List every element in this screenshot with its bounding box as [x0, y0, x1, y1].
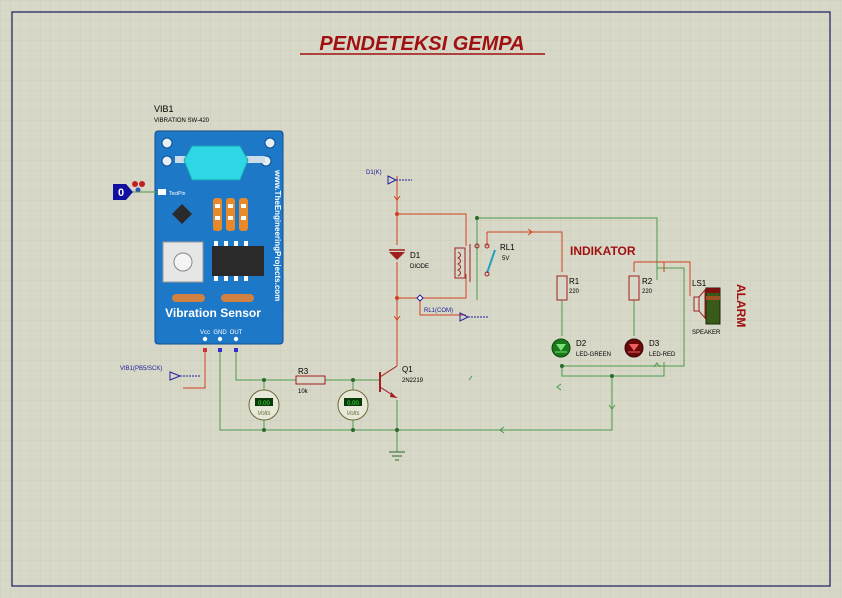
resistor-r1[interactable]: [556, 275, 568, 301]
sensor-ref: VIB1: [154, 104, 174, 114]
wire-arrows: [468, 362, 661, 434]
junctions: [262, 216, 614, 432]
sensor-pin-markers: [203, 348, 238, 352]
svg-text:RL1(COM): RL1(COM): [424, 308, 453, 314]
red-wires: [183, 176, 691, 389]
resistor-r3[interactable]: [295, 375, 326, 385]
voltmeter-1-unit: Volts: [257, 411, 270, 417]
vibration-sensor-module[interactable]: TestPin www.TheEngineeringProjects.com V…: [154, 130, 284, 345]
q1-value: 2N2219: [402, 378, 424, 384]
voltmeter-1[interactable]: 0.00 Volts: [248, 389, 280, 421]
q1-ref: Q1: [402, 365, 413, 374]
rl1-ref: RL1: [500, 243, 515, 252]
ls1-value: SPEAKER: [692, 330, 721, 336]
indikator-label: INDIKATOR: [570, 244, 636, 258]
transistor-q1[interactable]: [379, 364, 398, 399]
rl1-value: 5V: [502, 256, 509, 262]
diode-d1[interactable]: [389, 249, 405, 260]
voltmeter-2-reading: 0.00: [347, 401, 359, 407]
voltmeter-2[interactable]: 0.00 Volts: [337, 389, 369, 421]
voltmeter-2-unit: Volts: [346, 411, 359, 417]
sensor-pin-vcc: Vcc: [200, 330, 210, 336]
sheet-border: [11, 11, 831, 587]
alarm-label: ALARM: [734, 284, 748, 327]
led-d2-green[interactable]: [551, 338, 571, 358]
net-label-d1: D1(K): [366, 170, 412, 185]
svg-text:VIB1(PB5/SCK): VIB1(PB5/SCK): [120, 366, 162, 372]
led-d3-red[interactable]: [624, 338, 644, 358]
green-wires: [219, 217, 685, 452]
sensor-testpin-label: TestPin: [169, 191, 186, 197]
d3-value: LED-RED: [649, 352, 676, 358]
d1-ref: D1: [410, 251, 421, 260]
voltmeter-1-reading: 0.00: [258, 401, 270, 407]
sensor-pin-out: OUT: [230, 330, 243, 336]
sensor-value: VIBRATION SW-420: [154, 118, 210, 124]
r2-ref: R2: [642, 277, 653, 286]
d2-ref: D2: [576, 339, 587, 348]
svg-text:D1(K): D1(K): [366, 170, 382, 176]
ground-symbol: [389, 451, 405, 461]
resistor-r2[interactable]: [628, 275, 640, 301]
sensor-website: www.TheEngineeringProjects.com: [273, 169, 282, 301]
relay-rl1[interactable]: [454, 243, 496, 282]
d2-value: LED-GREEN: [576, 352, 611, 358]
speaker-ls1[interactable]: [693, 287, 721, 325]
sensor-name: Vibration Sensor: [165, 306, 261, 320]
r1-value: 220: [569, 289, 580, 295]
page-title: PENDETEKSI GEMPA: [319, 33, 524, 55]
wire-arrows-red: [393, 195, 533, 321]
logic-state-value: 0: [118, 187, 124, 199]
net-label-rl1: RL1(COM): [424, 308, 488, 322]
d3-ref: D3: [649, 339, 660, 348]
logic-state-input[interactable]: 0: [113, 181, 158, 200]
sensor-pin-gnd: GND: [213, 330, 227, 336]
r3-ref: R3: [298, 367, 309, 376]
ls1-ref: LS1: [692, 279, 707, 288]
r1-ref: R1: [569, 277, 580, 286]
d1-value: DIODE: [410, 264, 429, 270]
r3-value: 10k: [298, 389, 309, 395]
r2-value: 220: [642, 289, 653, 295]
net-label-vib1: VIB1(PB5/SCK): [120, 366, 200, 381]
